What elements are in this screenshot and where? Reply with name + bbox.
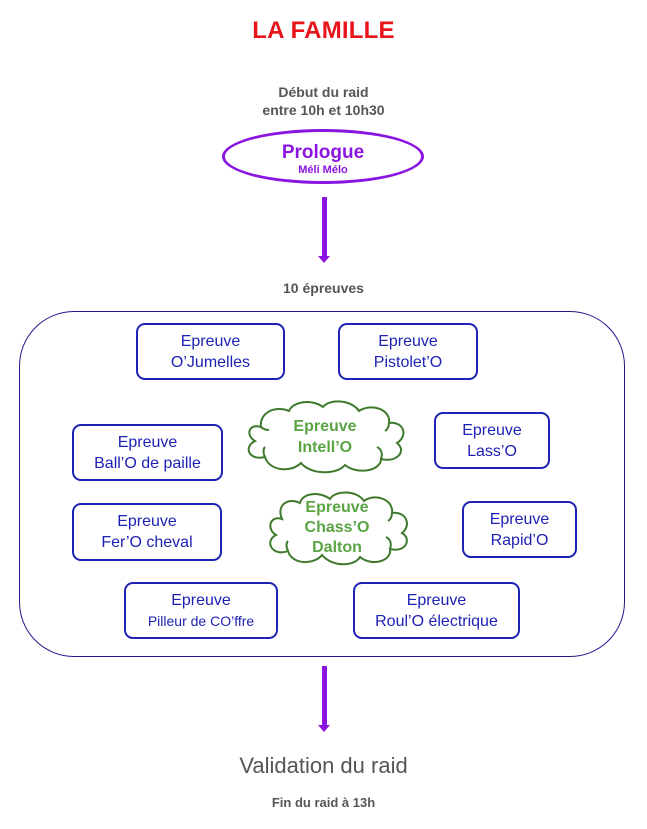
event-box[interactable]: Epreuve Pistolet’O [338,323,478,380]
event-label: Epreuve [293,418,357,435]
event-label: Epreuve [305,499,369,516]
raid-start-time: entre 10h et 10h30 [262,102,385,118]
prologue-node[interactable]: Prologue Méli Mélo [222,129,424,184]
event-label: Epreuve [406,591,467,609]
raid-start-info: Début du raid entre 10h et 10h30 [0,83,647,119]
event-name: Pistolet’O [373,353,443,371]
event-name: Roul’O électrique [375,612,498,630]
page-title: LA FAMILLE [252,17,395,44]
cloud-shape-icon [247,400,405,474]
event-label: Epreuve [489,510,550,528]
event-box[interactable]: Epreuve Lass’O [434,412,550,469]
event-box[interactable]: Epreuve O’Jumelles [136,323,285,380]
events-count-label: 10 épreuves [283,280,364,296]
event-name: Fer’O cheval [101,534,193,551]
event-name: O’Jumelles [170,353,251,371]
raid-end-info: Fin du raid à 13h [271,795,376,810]
event-label: Epreuve [117,513,177,530]
event-name: Lass’O [467,442,517,460]
event-name: Rapid’O [490,531,549,549]
event-label: Epreuve [462,421,522,439]
event-label: Epreuve [378,332,438,350]
cloud-shape-icon [269,491,408,566]
prologue-title: Prologue [281,142,365,163]
event-cloud[interactable]: Epreuve Intell’O [239,397,411,477]
event-box[interactable]: Epreuve Fer’O cheval [72,503,222,561]
event-label: Epreuve [180,332,241,350]
event-box[interactable]: Epreuve Rapid’O [462,501,577,558]
arrow-down-icon [318,197,330,263]
event-name: Intell’O [297,439,353,456]
event-label: Epreuve [117,433,178,451]
event-name: Chass’O [304,519,370,536]
event-box[interactable]: Epreuve Roul’O électrique [353,582,520,639]
event-cloud[interactable]: Epreuve Chass’O Dalton [262,489,412,567]
validation-label: Validation du raid [239,753,408,778]
event-label: Epreuve [171,591,231,609]
event-name: Ball’O de paille [94,454,201,472]
event-box[interactable]: Epreuve Pilleur de CO’ffre [124,582,278,639]
event-name: Pilleur de CO’ffre [147,612,255,629]
event-name-line2: Dalton [312,539,362,556]
event-box[interactable]: Epreuve Ball’O de paille [72,424,223,481]
arrow-down-icon [318,666,330,732]
prologue-subtitle: Méli Mélo [298,164,348,176]
raid-start-label: Début du raid [278,84,369,100]
events-container [19,311,625,657]
